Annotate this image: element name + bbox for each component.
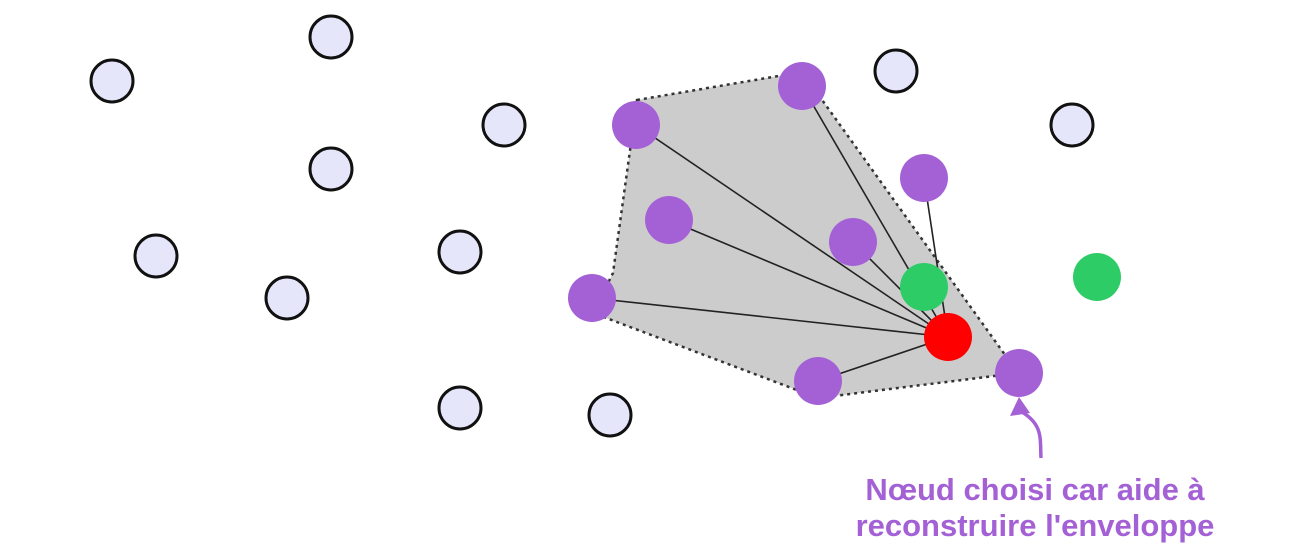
unvisited-node <box>587 392 633 438</box>
hull-nodes <box>568 62 1043 405</box>
edge <box>591 297 949 338</box>
unvisited-node <box>481 102 527 148</box>
unvisited-node <box>89 58 135 104</box>
annotation-line-2: reconstruire l'enveloppe <box>855 508 1215 543</box>
unvisited-node <box>308 146 354 192</box>
candidate-node <box>1073 253 1121 301</box>
unvisited-node <box>133 233 179 279</box>
unvisited-node <box>264 275 310 321</box>
hull-node <box>778 62 826 110</box>
unvisited-node <box>437 385 483 431</box>
current-node <box>924 313 972 361</box>
unvisited-node <box>873 48 919 94</box>
annotation-line-1: Nœud choisi car aide à <box>865 472 1205 507</box>
hull-node <box>612 101 660 149</box>
edge <box>668 219 949 338</box>
hull-node <box>794 357 842 405</box>
annotation-arrow <box>1010 397 1043 459</box>
candidate-node <box>900 263 948 311</box>
hull-node <box>829 218 877 266</box>
hull-node <box>645 196 693 244</box>
unvisited-nodes <box>89 14 1095 438</box>
edge <box>635 124 949 338</box>
hull-node <box>900 154 948 202</box>
unvisited-node <box>308 14 354 60</box>
hull-node <box>568 274 616 322</box>
edge <box>923 177 949 338</box>
convex-hull-region <box>591 70 1021 400</box>
candidate-nodes <box>900 253 1121 311</box>
chosen-hull-node <box>995 349 1043 397</box>
unvisited-node <box>1049 102 1095 148</box>
unvisited-node <box>437 229 483 275</box>
annotation-caption: Nœud choisi car aide à reconstruire l'en… <box>800 472 1270 544</box>
